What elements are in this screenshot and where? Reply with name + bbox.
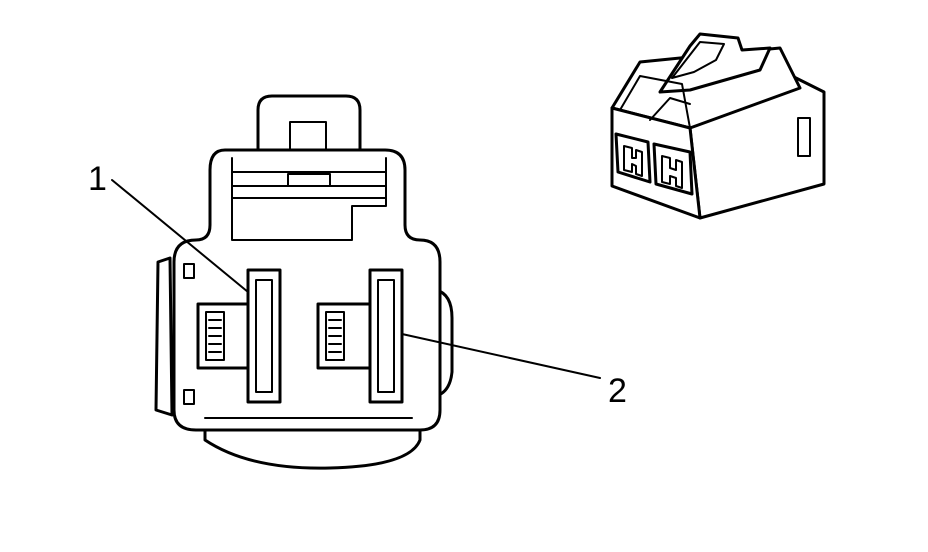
iso-side-notch	[797, 117, 811, 157]
leader-line-2	[401, 333, 601, 379]
corner-mark	[183, 263, 195, 279]
callout-1: 1	[88, 160, 249, 293]
connector-latch-tab	[256, 94, 362, 162]
iso-terminal-2	[661, 155, 683, 189]
callout-label-2: 2	[608, 372, 627, 410]
latch-catch	[287, 173, 331, 187]
iso-terminal-1	[623, 145, 643, 177]
connector-front-view	[154, 94, 454, 470]
terminal-cavity-2	[316, 268, 404, 404]
connector-left-flange	[154, 256, 174, 417]
connector-isometric-view	[610, 32, 826, 220]
corner-mark	[183, 389, 195, 405]
iso-latch-slot	[671, 41, 725, 79]
iso-latch	[658, 32, 772, 94]
callout-label-1: 1	[88, 160, 107, 198]
callout-2: 2	[401, 333, 627, 410]
iso-front-ridge	[619, 75, 691, 129]
leader-line-1	[111, 179, 249, 293]
terminal-cavity-1	[196, 268, 282, 404]
iso-front-ridge	[649, 97, 691, 121]
connector-bottom-lip	[203, 420, 422, 470]
